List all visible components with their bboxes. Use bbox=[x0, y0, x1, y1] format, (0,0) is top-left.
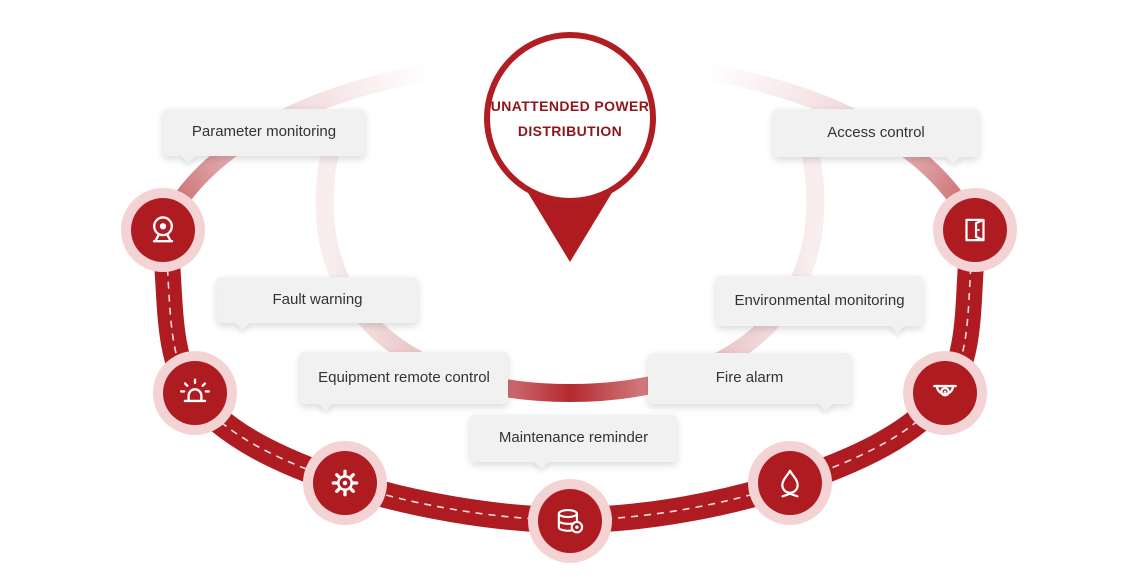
flame-icon bbox=[781, 469, 799, 498]
node-core bbox=[758, 451, 822, 515]
gear-icon bbox=[331, 469, 359, 497]
label-access-control: Access control bbox=[773, 109, 979, 157]
node-fire-alarm bbox=[748, 441, 832, 525]
label-fault-warning: Fault warning bbox=[217, 277, 418, 323]
main-band-arc bbox=[150, 227, 988, 534]
node-access-control bbox=[933, 188, 1017, 272]
dome-camera-icon bbox=[933, 384, 957, 397]
node-core bbox=[913, 361, 977, 425]
node-core bbox=[538, 489, 602, 553]
door-icon bbox=[965, 218, 985, 242]
database-icon bbox=[557, 508, 584, 534]
center-title-line2: DISTRIBUTION bbox=[517, 122, 623, 139]
node-core bbox=[131, 198, 195, 262]
siren-icon bbox=[180, 378, 210, 403]
node-parameter-monitoring bbox=[121, 188, 205, 272]
label-fire-alarm: Fire alarm bbox=[648, 353, 851, 404]
label-environmental-monitoring: Environmental monitoring bbox=[716, 276, 923, 326]
node-environmental-monitoring bbox=[903, 351, 987, 435]
node-equipment-remote-control bbox=[303, 441, 387, 525]
label-parameter-monitoring: Parameter monitoring bbox=[163, 109, 365, 156]
inner-swoosh-arc bbox=[315, 133, 825, 403]
node-core bbox=[163, 361, 227, 425]
center-badge: UNATTENDED POWER DISTRIBUTION bbox=[484, 32, 656, 204]
label-maintenance-reminder: Maintenance reminder bbox=[470, 415, 677, 462]
node-core bbox=[313, 451, 377, 515]
label-equipment-remote-control: Equipment remote control bbox=[300, 352, 508, 404]
node-maintenance-reminder bbox=[528, 479, 612, 563]
webcam-icon bbox=[152, 216, 174, 243]
node-core bbox=[943, 198, 1007, 262]
dashed-line bbox=[162, 229, 976, 521]
node-fault-warning bbox=[153, 351, 237, 435]
center-title-line1: UNATTENDED POWER bbox=[490, 97, 650, 114]
